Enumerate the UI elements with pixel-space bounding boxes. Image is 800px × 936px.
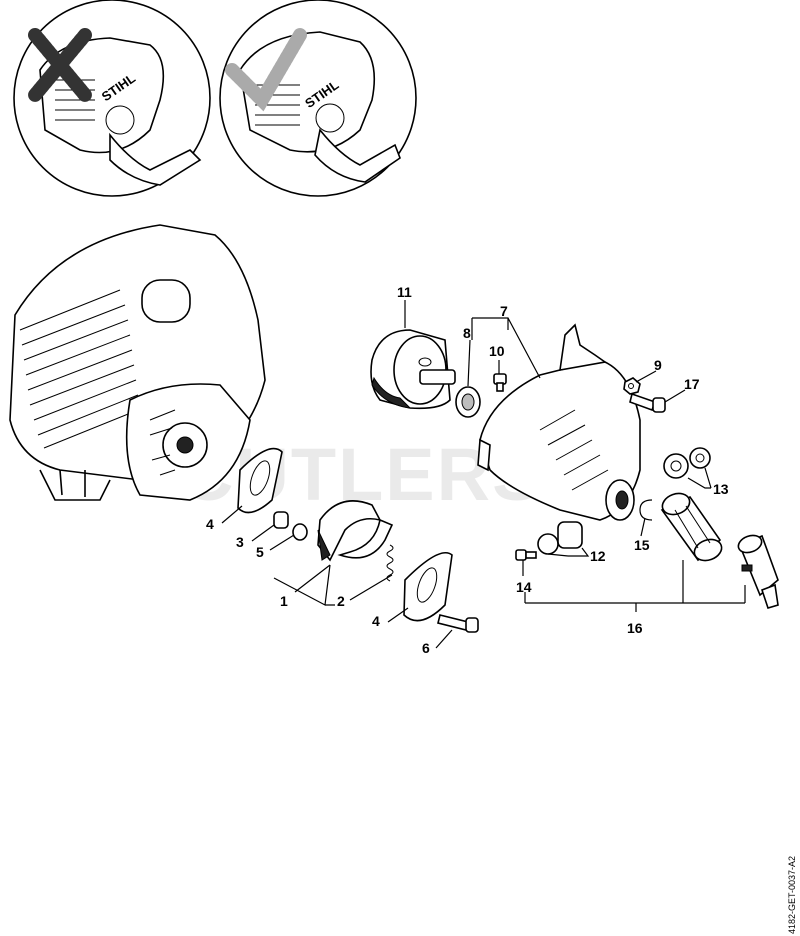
- part-10-screw: [493, 373, 507, 392]
- callout-10: 10: [489, 343, 505, 359]
- part-4-carrier-washer-lower: [403, 552, 453, 622]
- inset-correct-install: STIHL: [219, 0, 417, 197]
- part-15-circlip: [639, 499, 653, 521]
- callout-7: 7: [500, 303, 508, 319]
- part-9-nut: [623, 377, 641, 395]
- part-3-bushing: [273, 511, 289, 529]
- part-2-spring: [386, 544, 394, 582]
- callout-8: 8: [463, 325, 471, 341]
- part-17-screw: [629, 392, 666, 413]
- engine-housing: [9, 224, 266, 501]
- callout-11: 11: [397, 284, 412, 300]
- callout-4-lower: 4: [372, 613, 380, 629]
- document-id: 4182-GET-0037-A2: [787, 856, 797, 934]
- part-5-washer: [292, 523, 308, 541]
- callout-2: 2: [337, 593, 345, 609]
- part-13-bushings: [663, 447, 711, 479]
- callout-3: 3: [236, 534, 244, 550]
- callout-16: 16: [627, 620, 643, 636]
- part-1-clutch-shoes: [317, 500, 394, 562]
- part-12-bushings: [537, 521, 583, 555]
- callout-12: 12: [590, 548, 606, 564]
- callout-5: 5: [256, 544, 264, 560]
- callout-1: 1: [280, 593, 288, 609]
- part-8-ball-bearing: [455, 386, 481, 418]
- leader-lines: [221, 300, 746, 649]
- part-11-clutch-drum: [370, 329, 456, 410]
- callout-4-upper: 4: [206, 516, 214, 532]
- part-6-screw: [437, 614, 479, 633]
- part-4-carrier-washer-upper: [237, 447, 283, 514]
- callout-13: 13: [713, 481, 729, 497]
- part-14-screw: [515, 549, 537, 561]
- callout-14: 14: [516, 579, 532, 595]
- callout-17: 17: [684, 376, 700, 392]
- callouts: 11 7 8 10 9 17 13 15 12 14 16 4 3 5 1 2 …: [206, 284, 729, 656]
- callout-9: 9: [654, 357, 662, 373]
- part-7-fan-housing: [477, 323, 641, 521]
- part-16-drive-tube-assembly: [660, 492, 779, 609]
- callout-6: 6: [422, 640, 430, 656]
- callout-15: 15: [634, 537, 650, 553]
- check-icon: [225, 28, 307, 112]
- cross-icon: [28, 28, 92, 102]
- inset-wrong-install: STIHL: [13, 0, 211, 197]
